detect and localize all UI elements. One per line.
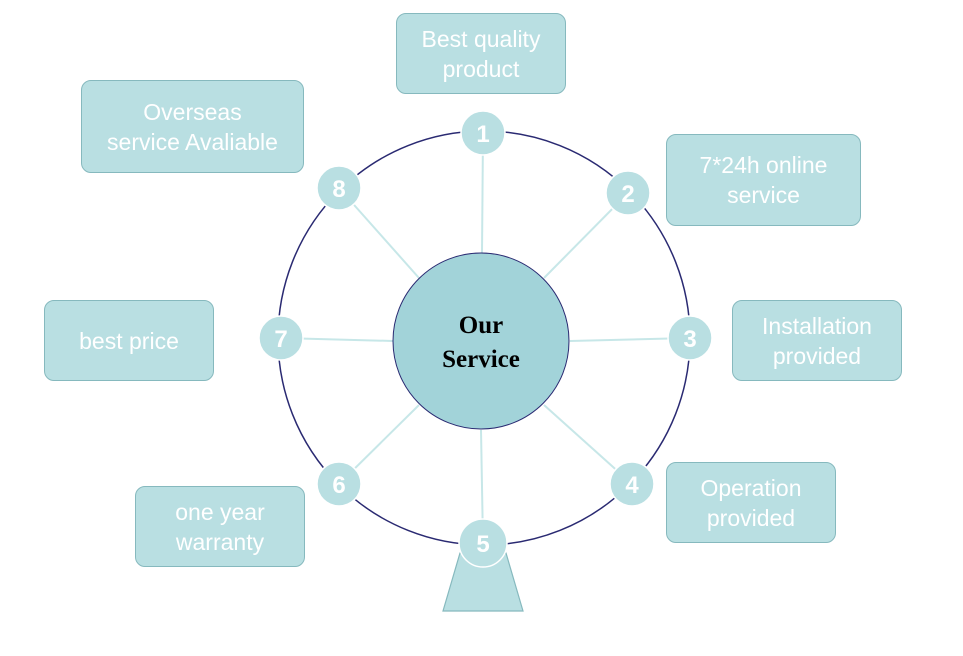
label-1-line2: product bbox=[442, 55, 520, 82]
node-1: 1 bbox=[460, 110, 506, 156]
label-box-4: Operation provided bbox=[666, 462, 836, 543]
node-2-number: 2 bbox=[621, 181, 634, 208]
label-8-line1: Overseas bbox=[143, 98, 242, 125]
node-1-number: 1 bbox=[476, 121, 489, 148]
node-5-circle bbox=[458, 518, 508, 568]
label-box-7: best price bbox=[44, 300, 214, 381]
node-4-number: 4 bbox=[625, 472, 639, 499]
label-6-line1: one year bbox=[175, 498, 265, 525]
label-box-6: one year warranty bbox=[135, 486, 305, 567]
label-3-line1: Installation bbox=[762, 312, 872, 339]
node-7-circle bbox=[258, 315, 304, 361]
node-1-circle bbox=[460, 110, 506, 156]
node-8-number: 8 bbox=[332, 176, 345, 203]
label-3-line2: provided bbox=[772, 342, 862, 369]
label-6-line2: warranty bbox=[175, 528, 265, 555]
label-8-line2: service Avaliable bbox=[107, 128, 278, 155]
node-3-number: 3 bbox=[683, 326, 696, 353]
label-4-line1: Operation bbox=[700, 474, 802, 501]
center-hub bbox=[392, 252, 570, 430]
node-6-number: 6 bbox=[332, 472, 345, 499]
label-box-3: Installation provided bbox=[732, 300, 902, 381]
node-6: 6 bbox=[316, 461, 362, 507]
node-5-number: 5 bbox=[476, 531, 489, 558]
label-box-2: 7*24h online service bbox=[666, 134, 861, 226]
center-label-line1: Our bbox=[459, 312, 503, 339]
node-2: 2 bbox=[605, 170, 651, 216]
node-8: 8 bbox=[316, 165, 362, 211]
node-7: 7 bbox=[258, 315, 304, 361]
label-box-8: Overseas service Avaliable bbox=[81, 80, 304, 173]
label-1-line1: Best quality bbox=[421, 25, 541, 52]
node-5: 5 bbox=[458, 518, 508, 568]
node-6-circle bbox=[316, 461, 362, 507]
node-4: 4 bbox=[609, 461, 655, 507]
node-3: 3 bbox=[667, 315, 713, 361]
label-4-line2: provided bbox=[706, 504, 796, 531]
node-8-circle bbox=[316, 165, 362, 211]
label-2-line2: service bbox=[727, 182, 800, 208]
node-4-circle bbox=[609, 461, 655, 507]
node-2-circle bbox=[605, 170, 651, 216]
label-2-line1: 7*24h online bbox=[699, 152, 828, 178]
label-7-line1: best price bbox=[79, 327, 179, 354]
node-7-number: 7 bbox=[274, 326, 287, 353]
node-3-circle bbox=[667, 315, 713, 361]
center-label-line2: Service bbox=[442, 346, 520, 373]
label-box-1: Best quality product bbox=[396, 13, 566, 94]
